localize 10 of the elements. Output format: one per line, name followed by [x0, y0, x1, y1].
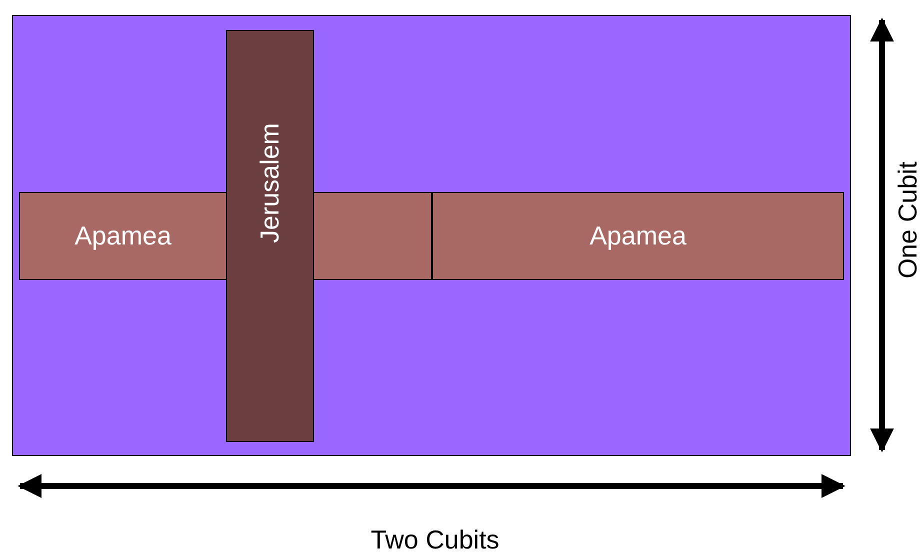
horizontal-bar	[19, 192, 226, 280]
plate-area	[12, 15, 851, 456]
bar-label: Apamea	[74, 220, 172, 252]
horizontal-bar	[314, 192, 432, 280]
bar-label: Jerusalem	[254, 122, 286, 243]
dimension-label: Two Cubits	[370, 524, 500, 554]
vertical-bar	[226, 30, 314, 442]
dimension-label: One Cubit	[892, 161, 922, 279]
horizontal-bar	[432, 192, 844, 280]
bar-label: Apamea	[590, 220, 686, 252]
